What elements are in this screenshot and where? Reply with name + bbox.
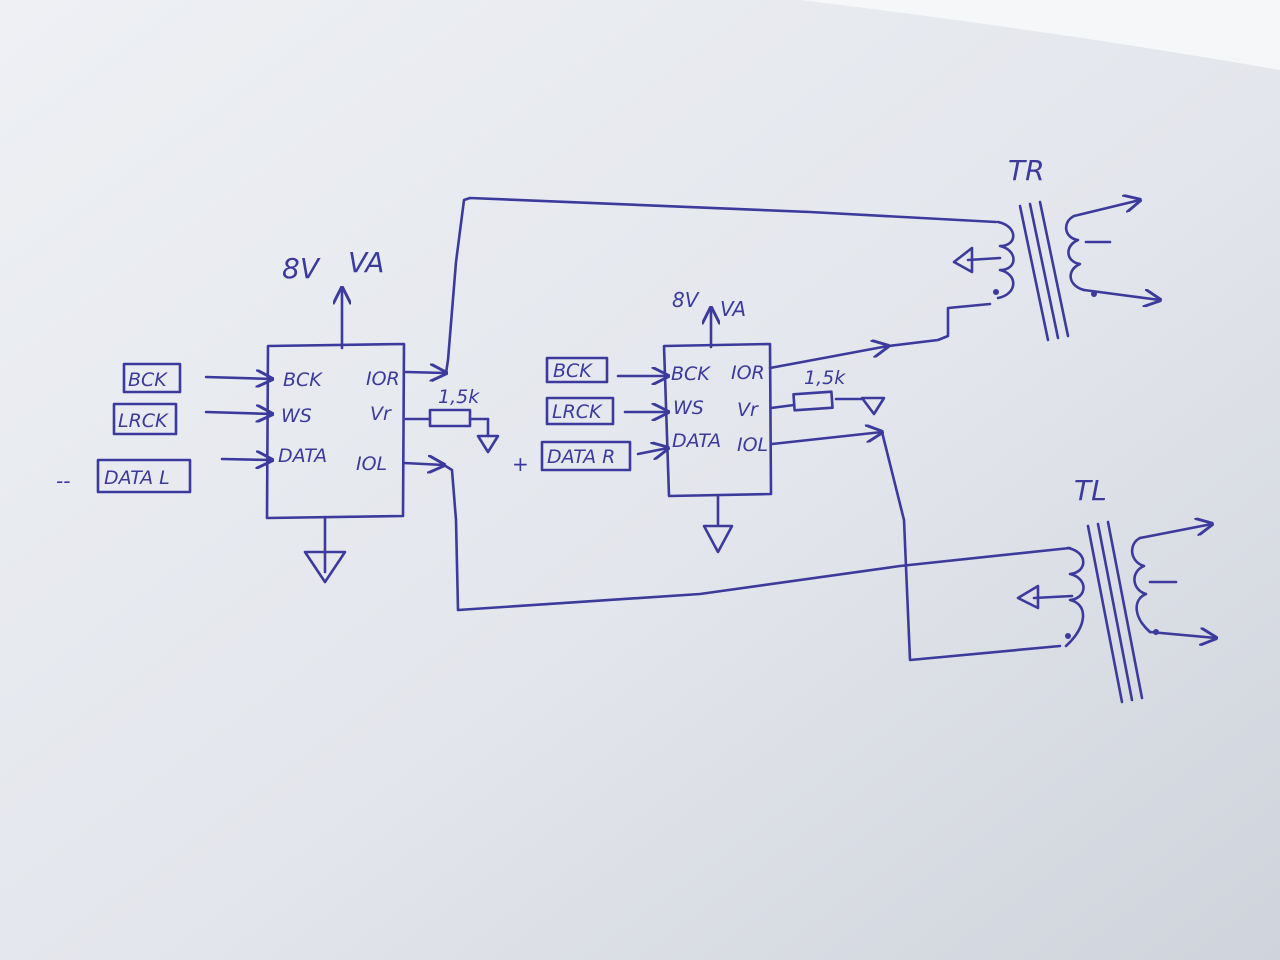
chip-left-pin-vr: Vr [370, 403, 392, 425]
input-left-prefix: -- [56, 469, 70, 493]
transformer-left-core-3 [1106, 520, 1144, 700]
transformer-right-output-top [1072, 200, 1140, 218]
input-left-bck-box [122, 362, 182, 394]
chip-left-supply-label: VA [348, 246, 384, 279]
input-left-lrck: LRCK [118, 410, 169, 432]
transformer-right-core-3 [1038, 200, 1070, 338]
chip-right-inputs: BCK LRCK + DATA R [512, 356, 668, 476]
input-right-bck-box [545, 356, 609, 384]
wire-left-ior-arrow [404, 372, 446, 373]
resistor-right-value: 1,5k [804, 367, 846, 389]
input-right-data: DATA R [547, 446, 615, 468]
transformer-left-center-tap [1032, 594, 1074, 600]
transformer-left-core-2 [1096, 522, 1134, 702]
chip-right-supply-label: VA [720, 297, 746, 321]
chip-right-pin-ior: IOR [731, 362, 765, 384]
resistor-left-ground-icon [476, 434, 500, 454]
wire-right-ior-arrow [768, 346, 888, 370]
input-left-bck: BCK [128, 369, 168, 391]
wire-left-iol-to-tl [442, 463, 1072, 612]
transformer-right-core-1 [1018, 204, 1050, 342]
transformer-left-output-bottom [1148, 632, 1216, 638]
input-right-data-box [540, 440, 632, 472]
chip-right-pin-bck: BCK [671, 363, 711, 385]
transformer-left-ground-icon [1016, 584, 1040, 610]
chip-right-pin-ws: WS [673, 397, 704, 419]
transformer-left: TL [1016, 474, 1216, 704]
wire-right-iol-arrow [770, 432, 882, 446]
chip-left-pin-data: DATA [278, 445, 327, 467]
chip-right-pin-iol: IOL [737, 434, 768, 456]
transformer-right-secondary-coil [1064, 214, 1086, 292]
transformer-left-primary-coil [1064, 546, 1085, 648]
chip-right-ground-icon [702, 524, 734, 554]
transformer-right-primary-dot [993, 289, 999, 295]
transformer-left-primary-dot [1065, 633, 1071, 639]
transformer-left-output-top [1138, 524, 1212, 540]
chip-right-pin-data: DATA [672, 430, 721, 452]
input-right-lrck-box [545, 396, 615, 426]
input-left-data: DATA L [104, 467, 170, 489]
chip-left-vr-network: 1,5k [404, 386, 500, 454]
transformer-right-output-bottom [1082, 288, 1160, 300]
transformer-left-secondary-coil [1130, 536, 1152, 634]
input-left-lrck-arrow [204, 412, 272, 414]
input-left-bck-arrow [204, 377, 272, 379]
resistor-left-value: 1,5k [438, 386, 480, 408]
transformer-right-primary-coil [996, 220, 1015, 300]
chip-left-inputs: BCK LRCK -- DATA L [56, 362, 272, 494]
input-left-data-box [96, 458, 192, 494]
transformer-right-center-tap [966, 256, 1002, 262]
chip-right-pin-vr: Vr [737, 399, 759, 421]
resistor-right-icon [792, 390, 834, 412]
chip-right-vr-wire [769, 403, 796, 410]
chip-left-pin-bck: BCK [283, 369, 323, 391]
transformer-right: TR [952, 154, 1160, 342]
transformer-right-label: TR [1008, 154, 1045, 187]
chip-left-pin-ws: WS [281, 405, 312, 427]
wire-left-ior-to-tr [444, 196, 998, 375]
transformer-left-label: TL [1074, 474, 1107, 507]
input-left-lrck-box [112, 402, 178, 436]
resistor-right-ground-icon [860, 396, 886, 416]
chip-left-pin-iol: IOL [356, 453, 387, 475]
transformer-right-core-2 [1028, 202, 1060, 340]
paper-fold [800, 0, 1280, 70]
wire-right-iol-to-tl [880, 430, 1062, 662]
input-right-lrck: LRCK [552, 401, 603, 423]
chip-right-vr-network: 1,5k [769, 367, 886, 416]
wiring [402, 196, 1072, 662]
chip-left-supply-voltage: 8V [282, 252, 321, 285]
input-left-data-arrow [220, 459, 272, 460]
dac-chip-left: BCK WS DATA IOR Vr IOL 8V VA [265, 246, 406, 584]
chip-left-pin-ior: IOR [366, 368, 400, 390]
transformer-left-core-1 [1086, 524, 1124, 704]
chip-right-supply-voltage: 8V [672, 288, 700, 312]
input-right-prefix: + [512, 452, 529, 476]
input-right-bck: BCK [553, 360, 593, 382]
wire-left-iol-arrow [402, 463, 444, 465]
input-right-data-arrow [636, 448, 668, 454]
wire-right-ior-to-tr [886, 302, 992, 348]
transformer-right-ground-icon [952, 246, 974, 274]
